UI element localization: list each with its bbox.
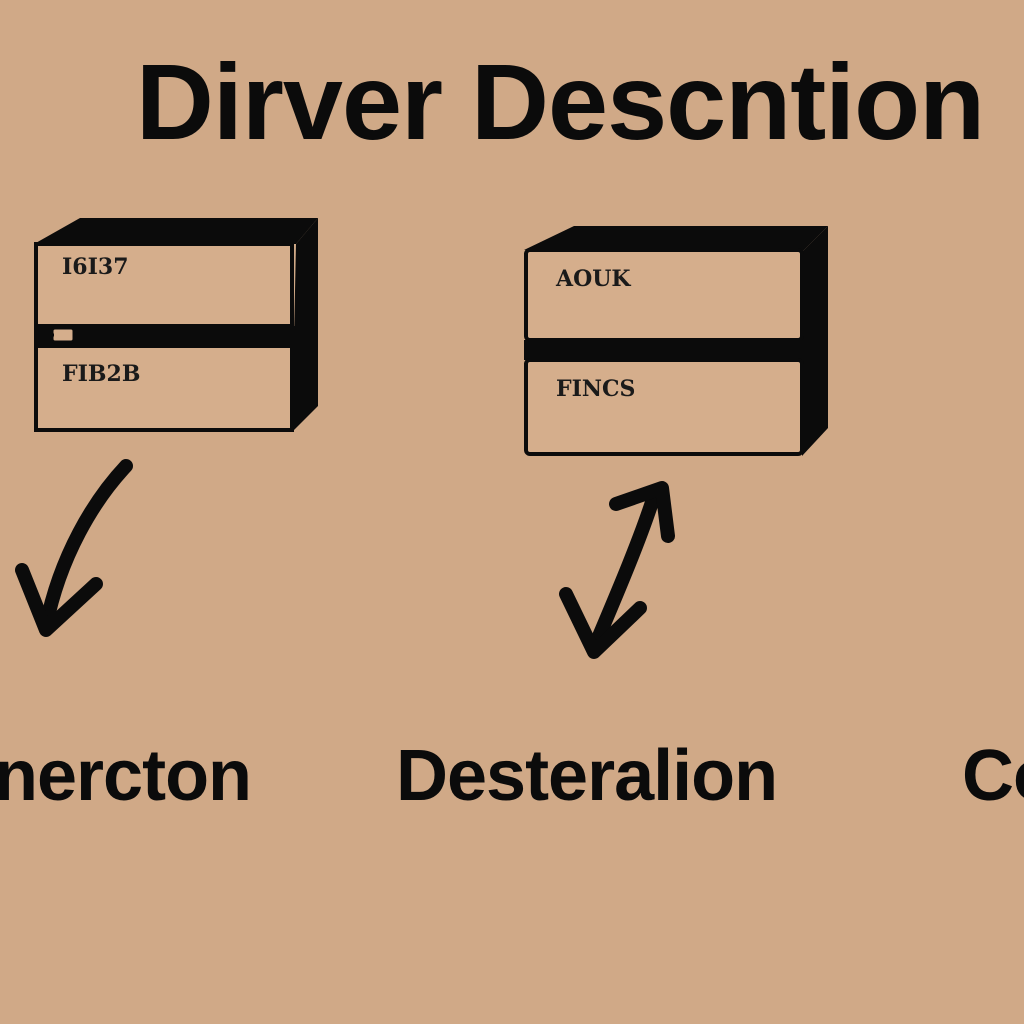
diagram-title: Dirver Descntion	[135, 41, 985, 162]
left-bottom-drawer	[34, 344, 294, 432]
left-cabinet-divider	[34, 326, 296, 346]
right-cabinet: AOUK FINCS	[524, 226, 828, 456]
right-top-drawer-label: AOUK	[555, 266, 631, 292]
left-drawer-handle	[50, 326, 76, 344]
right-bottom-drawer	[524, 358, 804, 456]
right-top-drawer	[524, 248, 804, 342]
right-bottom-drawer-label: FINCS	[556, 376, 635, 402]
right-cabinet-side	[802, 226, 828, 456]
left-top-drawer-label: I6I37	[62, 254, 129, 280]
left-cabinet: I6I37 FIB2B	[34, 218, 318, 432]
center-node-label: Desteralion	[396, 736, 778, 816]
left-bottom-drawer-label: FIB2B	[62, 361, 140, 387]
left-cabinet-top	[34, 218, 318, 244]
right-cabinet-divider	[524, 340, 804, 360]
curved-down-arrow-icon	[15, 459, 133, 637]
left-node-label: nercton	[0, 736, 252, 816]
right-node-label: Co	[962, 736, 1024, 816]
right-cabinet-top	[524, 226, 828, 252]
double-headed-arrow-icon	[559, 481, 675, 659]
left-cabinet-side	[292, 218, 318, 432]
left-top-drawer	[34, 242, 294, 328]
